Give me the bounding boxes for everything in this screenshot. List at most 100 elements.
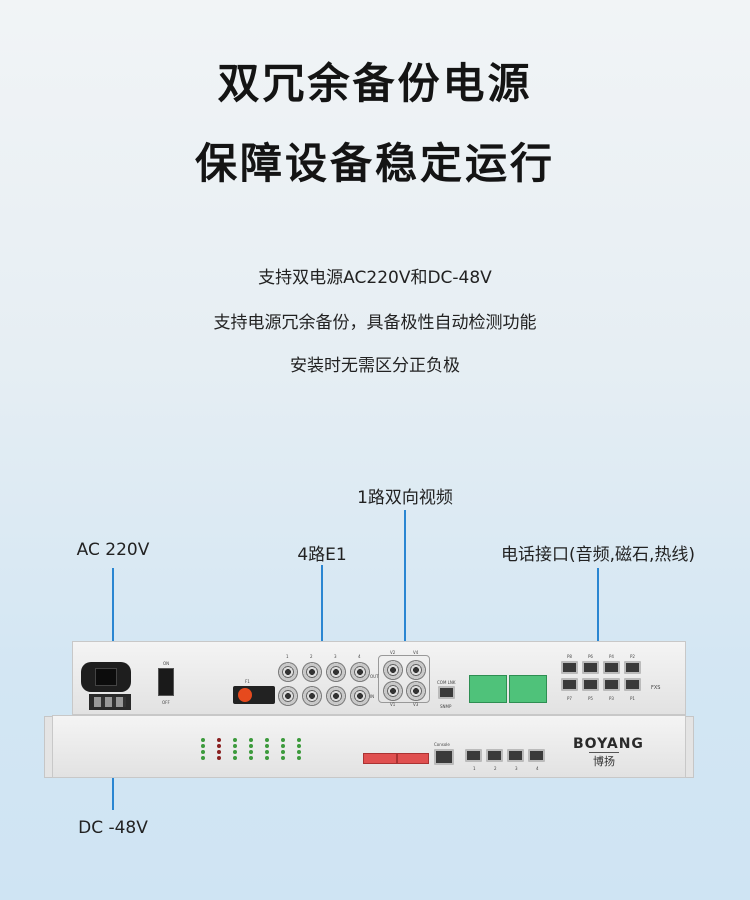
video-port-label: V1 xyxy=(390,702,396,707)
e1-out-port[interactable] xyxy=(278,662,298,682)
status-led xyxy=(249,744,253,748)
e1-in-label: IN xyxy=(370,694,375,699)
fxs-port-label: P1 xyxy=(630,696,635,701)
status-led xyxy=(201,738,205,742)
fxs-port-label: P3 xyxy=(609,696,614,701)
snmp-port[interactable] xyxy=(438,686,455,699)
console-port[interactable] xyxy=(434,749,454,765)
dip-switch-2[interactable] xyxy=(397,753,429,764)
video-port[interactable] xyxy=(383,660,403,680)
power-switch[interactable] xyxy=(158,668,174,696)
status-led xyxy=(201,744,205,748)
dc-terminal-block xyxy=(89,694,131,710)
fxs-port[interactable] xyxy=(582,678,599,691)
callout-e1: 4路E1 xyxy=(297,545,347,565)
callout-line-e1 xyxy=(321,565,323,652)
status-led xyxy=(249,756,253,760)
fxs-port[interactable] xyxy=(561,661,578,674)
fuse-holder[interactable] xyxy=(233,686,275,704)
headline-line2: 保障设备稳定运行 xyxy=(194,139,555,188)
e1-out-port[interactable] xyxy=(350,662,370,682)
callout-phone: 电话接口(音频,磁石,热线) xyxy=(500,545,696,565)
e1-out-port[interactable] xyxy=(302,662,322,682)
brand-logo: BOYANG xyxy=(573,736,644,752)
lan-port-number: 1 xyxy=(473,766,476,771)
lan-port[interactable] xyxy=(465,749,482,762)
status-led xyxy=(265,744,269,748)
fxs-port[interactable] xyxy=(561,678,578,691)
headline-line1: 双冗余备份电源 xyxy=(217,59,533,108)
fxs-port-label: P8 xyxy=(567,654,572,659)
status-led xyxy=(297,756,301,760)
status-led xyxy=(233,744,237,748)
phone-terminal-block-1[interactable] xyxy=(469,675,507,703)
video-port-label: V3 xyxy=(413,702,419,707)
status-led xyxy=(265,738,269,742)
fxs-port-label: P2 xyxy=(630,654,635,659)
video-port[interactable] xyxy=(406,660,426,680)
lan-port-number: 2 xyxy=(494,766,497,771)
status-led xyxy=(265,756,269,760)
fxs-port[interactable] xyxy=(603,678,620,691)
feature-2: 支持电源冗余备份，具备极性自动检测功能 xyxy=(213,313,537,333)
fxs-port-label: P5 xyxy=(588,696,593,701)
status-led xyxy=(297,738,301,742)
e1-port-number: 1 xyxy=(286,654,289,659)
status-led xyxy=(281,738,285,742)
status-led xyxy=(233,756,237,760)
video-port-label: V4 xyxy=(413,650,419,655)
lan-port-number: 4 xyxy=(536,766,539,771)
status-led xyxy=(217,756,221,760)
video-port[interactable] xyxy=(383,681,403,701)
fuse-label: F1 xyxy=(245,679,250,684)
status-led xyxy=(217,744,221,748)
fxs-port[interactable] xyxy=(624,661,641,674)
status-led xyxy=(201,750,205,754)
e1-in-port[interactable] xyxy=(278,686,298,706)
fxs-port-label: P6 xyxy=(588,654,593,659)
status-led xyxy=(297,744,301,748)
status-led xyxy=(233,738,237,742)
callout-video: 1路双向视频 xyxy=(357,488,453,508)
lan-port[interactable] xyxy=(486,749,503,762)
status-led xyxy=(217,738,221,742)
feature-1: 支持双电源AC220V和DC-48V xyxy=(258,268,492,288)
ac-power-socket xyxy=(81,662,131,692)
e1-out-label: OUT xyxy=(370,674,379,679)
video-port[interactable] xyxy=(406,681,426,701)
status-led xyxy=(249,750,253,754)
brand-logo-cn: 博扬 xyxy=(589,752,619,769)
switch-on-label: ON xyxy=(163,661,170,666)
e1-in-port[interactable] xyxy=(302,686,322,706)
lan-port[interactable] xyxy=(507,749,524,762)
status-led xyxy=(201,756,205,760)
fxs-port[interactable] xyxy=(624,678,641,691)
dip-switch-1[interactable] xyxy=(363,753,397,764)
status-led xyxy=(281,756,285,760)
callout-line-phone xyxy=(597,568,599,661)
status-led xyxy=(233,750,237,754)
lan-port-number: 3 xyxy=(515,766,518,771)
feature-3: 安装时无需区分正负极 xyxy=(290,356,460,376)
fuse-cap-icon xyxy=(238,688,252,702)
status-led xyxy=(217,750,221,754)
phone-terminal-block-2[interactable] xyxy=(509,675,547,703)
video-port-label: V2 xyxy=(390,650,396,655)
e1-out-port[interactable] xyxy=(326,662,346,682)
callout-line-video xyxy=(404,510,406,655)
status-led xyxy=(249,738,253,742)
lan-port[interactable] xyxy=(528,749,545,762)
fxs-port[interactable] xyxy=(603,661,620,674)
snmp-label: SNMP xyxy=(440,704,452,709)
e1-port-number: 2 xyxy=(310,654,313,659)
fxs-port-label: P4 xyxy=(609,654,614,659)
e1-in-port[interactable] xyxy=(350,686,370,706)
fxs-port[interactable] xyxy=(582,661,599,674)
e1-in-port[interactable] xyxy=(326,686,346,706)
lan-port-group: 1 2 3 4 xyxy=(465,749,551,773)
com-link-label: COM LNK xyxy=(437,680,456,685)
